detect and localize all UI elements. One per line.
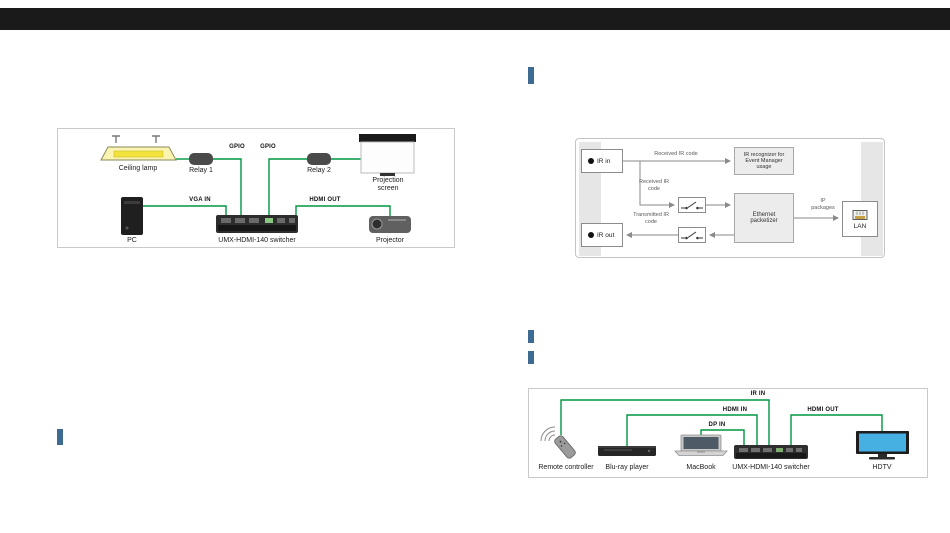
section-marker-right-2 <box>528 330 534 343</box>
ir-in-label: IR IN <box>750 391 766 397</box>
hdtv-label: HDTV <box>872 464 892 471</box>
gpio2-label: GPIO <box>260 144 276 150</box>
relay1-label: Relay 1 <box>189 167 213 174</box>
switcher-graphic <box>734 445 808 459</box>
rj45-icon <box>852 209 868 220</box>
ir-in-port: IR in <box>581 149 623 173</box>
relay2-graphic <box>307 153 331 165</box>
ir-emitter-dot-icon <box>588 232 594 238</box>
hdmi-in-label: HDMI IN <box>722 407 748 413</box>
projector-label: Projector <box>375 237 404 244</box>
dp-in-label: DP IN <box>708 422 726 428</box>
application-diagram: Ceiling lamp Relay 1 Relay 2 GPIO GPIO P… <box>57 128 455 248</box>
vga-in-label: VGA IN <box>189 197 211 203</box>
hdmi-out-label: HDMI OUT <box>807 407 839 413</box>
received-ir-code-label: Received IR code <box>654 151 698 157</box>
section-marker-right-1 <box>528 67 534 84</box>
ir-out-port: IR out <box>581 223 623 247</box>
ethernet-packetizer-box: Ethernet packetizer <box>734 193 794 243</box>
relay2-label: Relay 2 <box>307 167 331 174</box>
bluray-player-graphic <box>598 446 656 456</box>
ir-receiver-dot-icon <box>588 158 594 164</box>
section-marker-right-3 <box>528 351 534 364</box>
ceiling-hooks-icon <box>112 135 160 143</box>
projection-screen-graphic <box>359 134 416 176</box>
relay-switch-1 <box>678 197 706 213</box>
switcher-label: UMX-HDMI-140 switcher <box>218 237 296 244</box>
switcher-graphic <box>216 215 298 233</box>
projection-screen-label: Projection screen <box>372 177 404 193</box>
ceiling-lamp-graphic <box>100 146 177 161</box>
gpio1-label: GPIO <box>229 144 245 150</box>
ir-out-label: IR out <box>597 231 615 239</box>
section-marker-left <box>57 429 63 445</box>
relay1-graphic <box>189 153 213 165</box>
pc-label: PC <box>127 237 137 244</box>
projector-graphic <box>369 216 411 233</box>
top-header-bar <box>0 8 950 30</box>
ip-packages-label: IP packages <box>811 198 835 211</box>
received-ir-code-label-2: Received IR code <box>639 179 669 192</box>
remote-controller-graphic <box>540 426 576 459</box>
remote-controller-label: Remote controller <box>538 464 594 471</box>
hdmi-out-label: HDMI OUT <box>309 197 341 203</box>
ir-connection-graphics <box>540 399 909 460</box>
macbook-label: MacBook <box>686 464 716 471</box>
ir-connection-diagram: IR IN HDMI IN HDMI OUT DP IN Remote cont… <box>528 388 928 478</box>
ir-block-diagram: IR in IR out IR recognizer for Event Man… <box>575 138 885 258</box>
bluray-player-label: Blu-ray player <box>605 464 649 471</box>
lan-label: LAN <box>853 222 867 230</box>
switch-icon <box>681 231 703 240</box>
ceiling-lamp-label: Ceiling lamp <box>118 165 158 172</box>
relay-switch-2 <box>678 227 706 243</box>
hdtv-graphic <box>856 431 909 460</box>
switcher-label: UMX-HDMI-140 switcher <box>732 464 810 471</box>
pc-graphic <box>121 197 143 235</box>
lan-port: LAN <box>842 201 878 237</box>
transmitted-ir-code-label: Transmitted IR code <box>633 212 669 225</box>
ir-in-label: IR in <box>597 157 611 165</box>
switch-icon <box>681 201 703 210</box>
ir-recognizer-box: IR recognizer for Event Manager usage <box>734 147 794 175</box>
macbook-graphic <box>674 434 728 456</box>
application-diagram-graphics <box>100 134 416 235</box>
